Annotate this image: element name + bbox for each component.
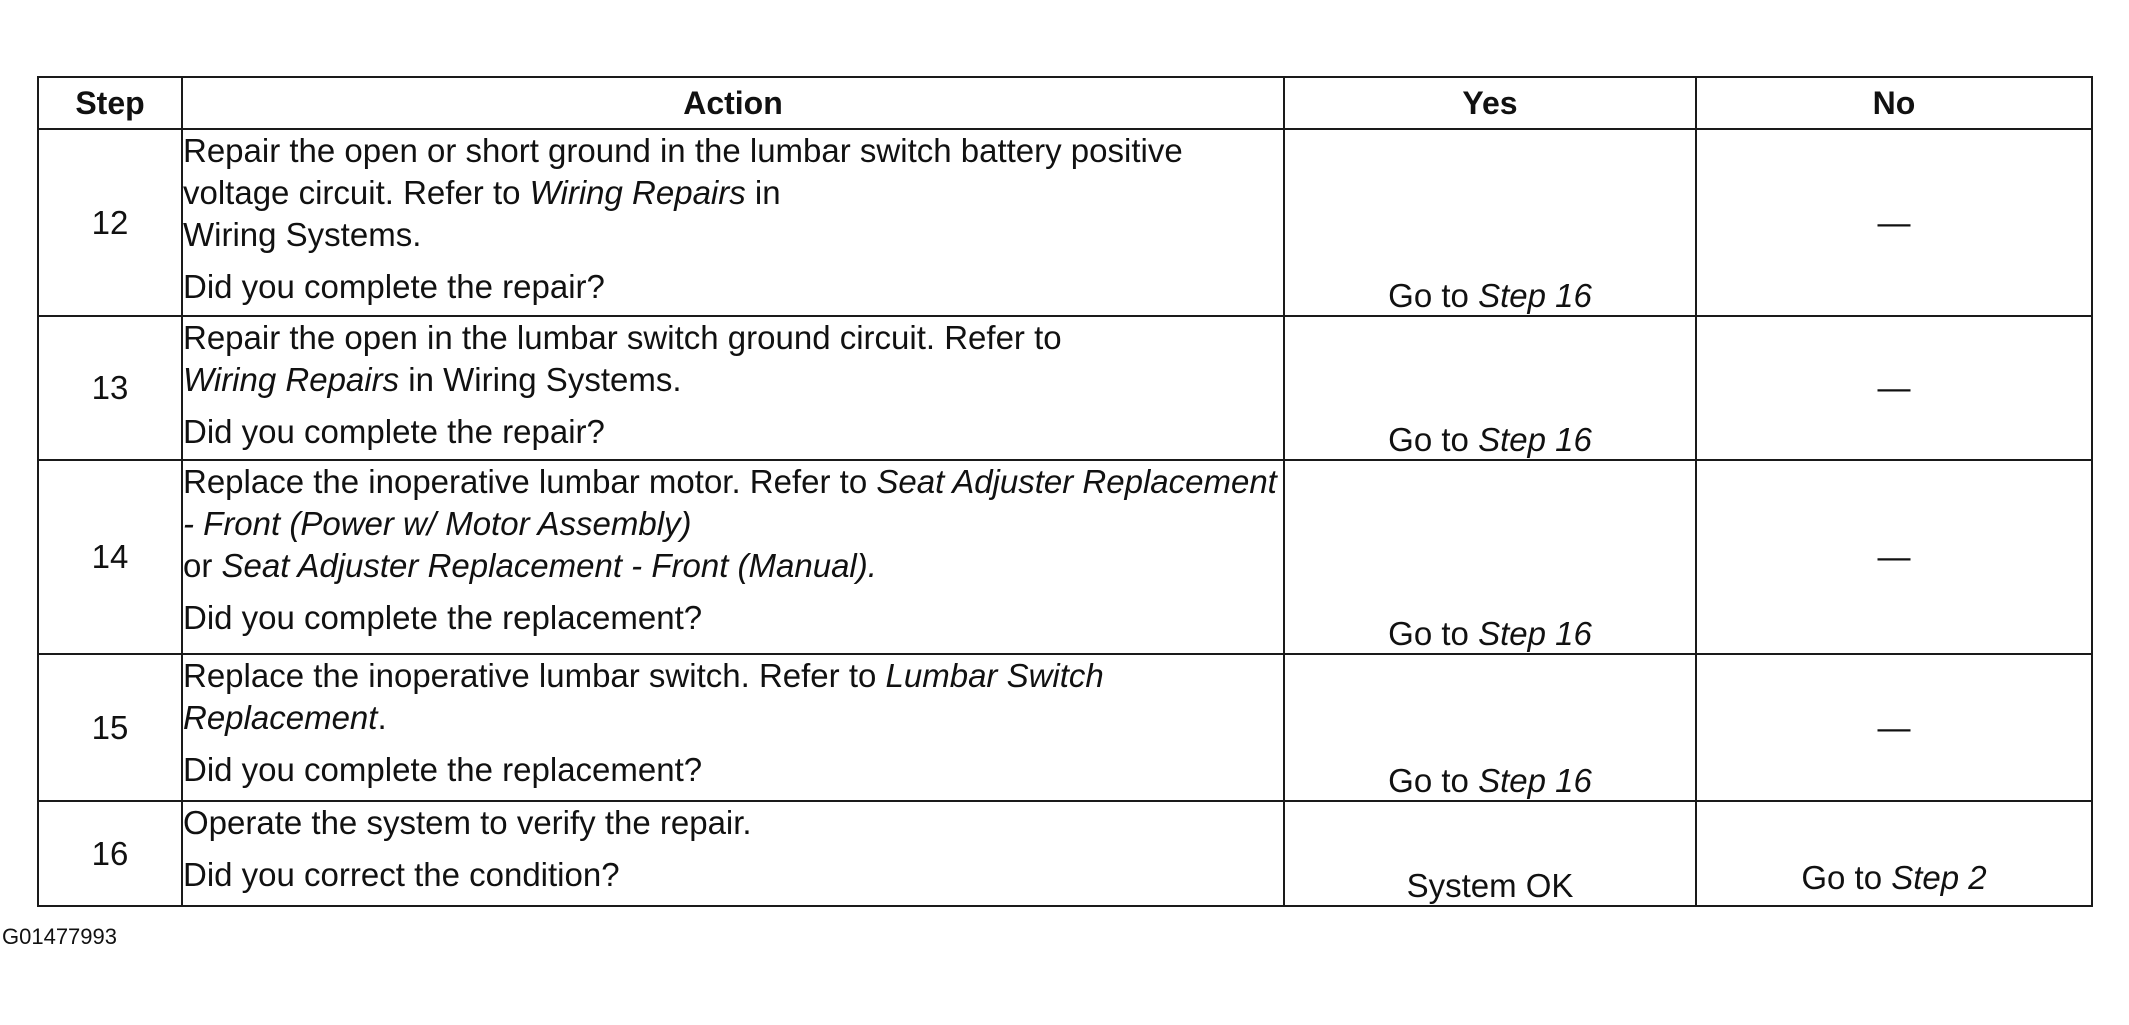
reference-link: Seat Adjuster Replacement - Front (Power… xyxy=(183,463,1277,542)
reference-link: Lumbar Switch Replacement xyxy=(183,657,1104,736)
reference-link: Seat Adjuster Replacement - Front (Manua… xyxy=(221,547,877,584)
table-row: 13 Repair the open in the lumbar switch … xyxy=(37,315,2093,461)
action-cell: Replace the inoperative lumbar motor. Re… xyxy=(181,459,1285,655)
action-text: Repair the open or short ground in the l… xyxy=(183,132,1183,253)
step-number: 12 xyxy=(37,128,183,317)
header-no: No xyxy=(1695,76,2093,130)
no-cell: — xyxy=(1695,315,2093,461)
reference-link: Wiring Repairs xyxy=(529,174,746,211)
header-action: Action xyxy=(181,76,1285,130)
step-number: 13 xyxy=(37,315,183,461)
yes-cell: Go to Step 16 xyxy=(1283,128,1697,317)
action-question: Did you complete the repair? xyxy=(183,413,605,450)
action-text: Replace the inoperative lumbar motor. Re… xyxy=(183,463,1277,584)
action-cell: Operate the system to verify the repair.… xyxy=(181,800,1285,907)
step-number: 15 xyxy=(37,653,183,802)
yes-cell: Go to Step 16 xyxy=(1283,459,1697,655)
no-cell: — xyxy=(1695,459,2093,655)
action-cell: Replace the inoperative lumbar switch. R… xyxy=(181,653,1285,802)
action-text: Replace the inoperative lumbar switch. R… xyxy=(183,657,1104,736)
action-question: Did you complete the repair? xyxy=(183,268,605,305)
yes-cell: Go to Step 16 xyxy=(1283,653,1697,802)
table-row: 15 Replace the inoperative lumbar switch… xyxy=(37,653,2093,802)
table-header-row: Step Action Yes No xyxy=(37,76,2093,130)
table-row: 14 Replace the inoperative lumbar motor.… xyxy=(37,459,2093,655)
action-question: Did you complete the replacement? xyxy=(183,599,703,636)
step-reference: Step 2 xyxy=(1891,859,1987,896)
reference-link: Wiring Repairs xyxy=(183,361,400,398)
action-cell: Repair the open in the lumbar switch gro… xyxy=(181,315,1285,461)
step-number: 16 xyxy=(37,800,183,907)
header-yes: Yes xyxy=(1283,76,1697,130)
figure-id: G01477993 xyxy=(2,924,117,949)
yes-cell: Go to Step 16 xyxy=(1283,315,1697,461)
action-question: Did you complete the replacement? xyxy=(183,751,703,788)
yes-cell: System OK xyxy=(1283,800,1697,907)
action-text: Operate the system to verify the repair. xyxy=(183,804,752,841)
action-question: Did you correct the condition? xyxy=(183,856,620,893)
header-step: Step xyxy=(37,76,183,130)
action-text: Repair the open in the lumbar switch gro… xyxy=(183,319,1062,398)
step-number: 14 xyxy=(37,459,183,655)
table-row: 16 Operate the system to verify the repa… xyxy=(37,800,2093,907)
diagnostic-table: Step Action Yes No 12 Repair the open or… xyxy=(37,76,2093,907)
no-cell: — xyxy=(1695,653,2093,802)
table-row: 12 Repair the open or short ground in th… xyxy=(37,128,2093,317)
no-cell: Go to Step 2 xyxy=(1695,800,2093,907)
step-reference: Step 16 xyxy=(1478,421,1592,458)
action-cell: Repair the open or short ground in the l… xyxy=(181,128,1285,317)
no-cell: — xyxy=(1695,128,2093,317)
step-reference: Step 16 xyxy=(1478,615,1592,652)
step-reference: Step 16 xyxy=(1478,762,1592,799)
step-reference: Step 16 xyxy=(1478,277,1592,314)
